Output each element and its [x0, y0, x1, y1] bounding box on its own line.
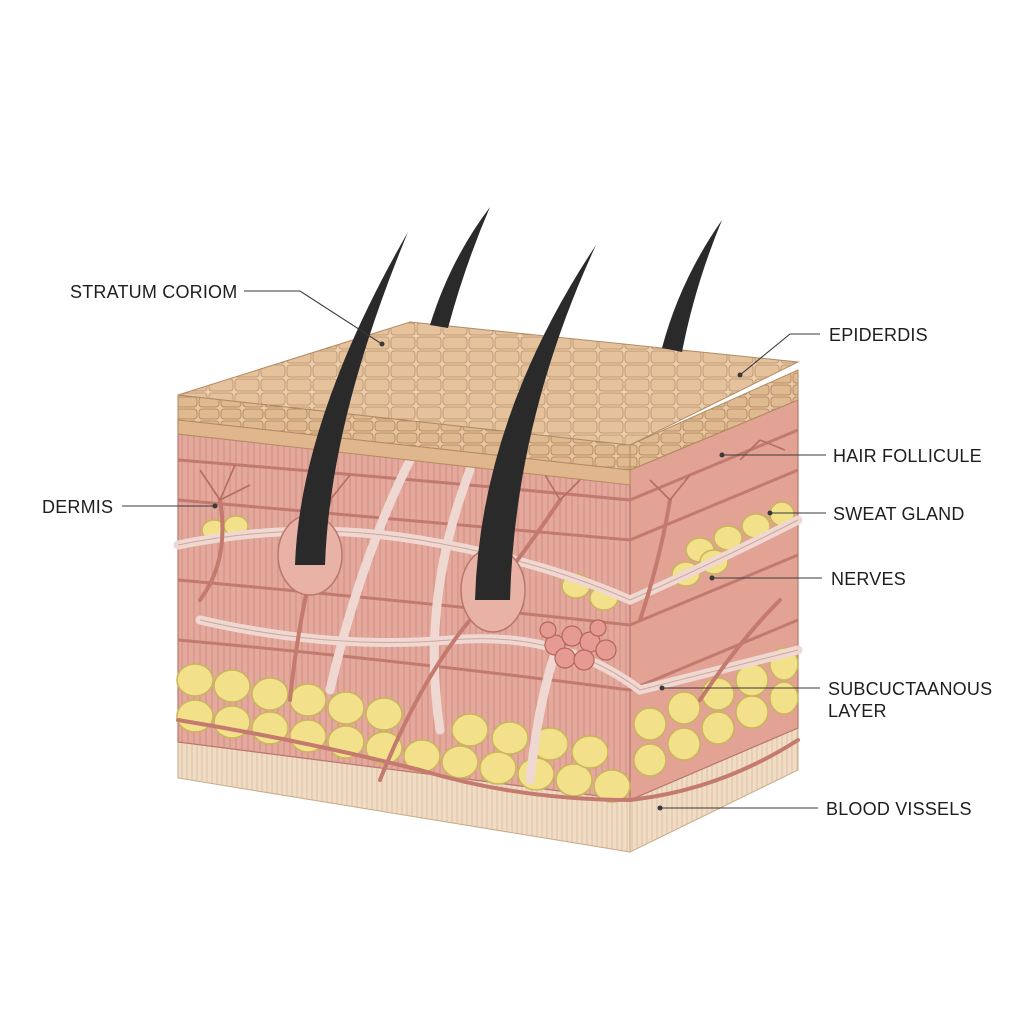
epidermis-top: [177, 321, 800, 446]
label-nerves: NERVES: [831, 569, 906, 589]
label-dermis: DERMIS: [42, 497, 114, 517]
hair-shafts: [295, 207, 722, 600]
label-blood-vessels: BLOOD VISSELS: [826, 799, 972, 819]
dermis-bands: [177, 428, 799, 692]
leader-lines: [122, 290, 826, 811]
epidermis-side: [629, 369, 799, 471]
label-stratum: STRATUM CORIOM: [70, 282, 238, 302]
sweat-gland: [539, 619, 617, 671]
label-sweat-gland: SWEAT GLAND: [833, 504, 965, 524]
label-epidermis: EPIDERDIS: [829, 325, 928, 345]
label-subcutaneous: SUBCUCTAANOUS LAYER: [828, 679, 993, 721]
label-hair-follicle: HAIR FOLLICULE: [833, 446, 982, 466]
